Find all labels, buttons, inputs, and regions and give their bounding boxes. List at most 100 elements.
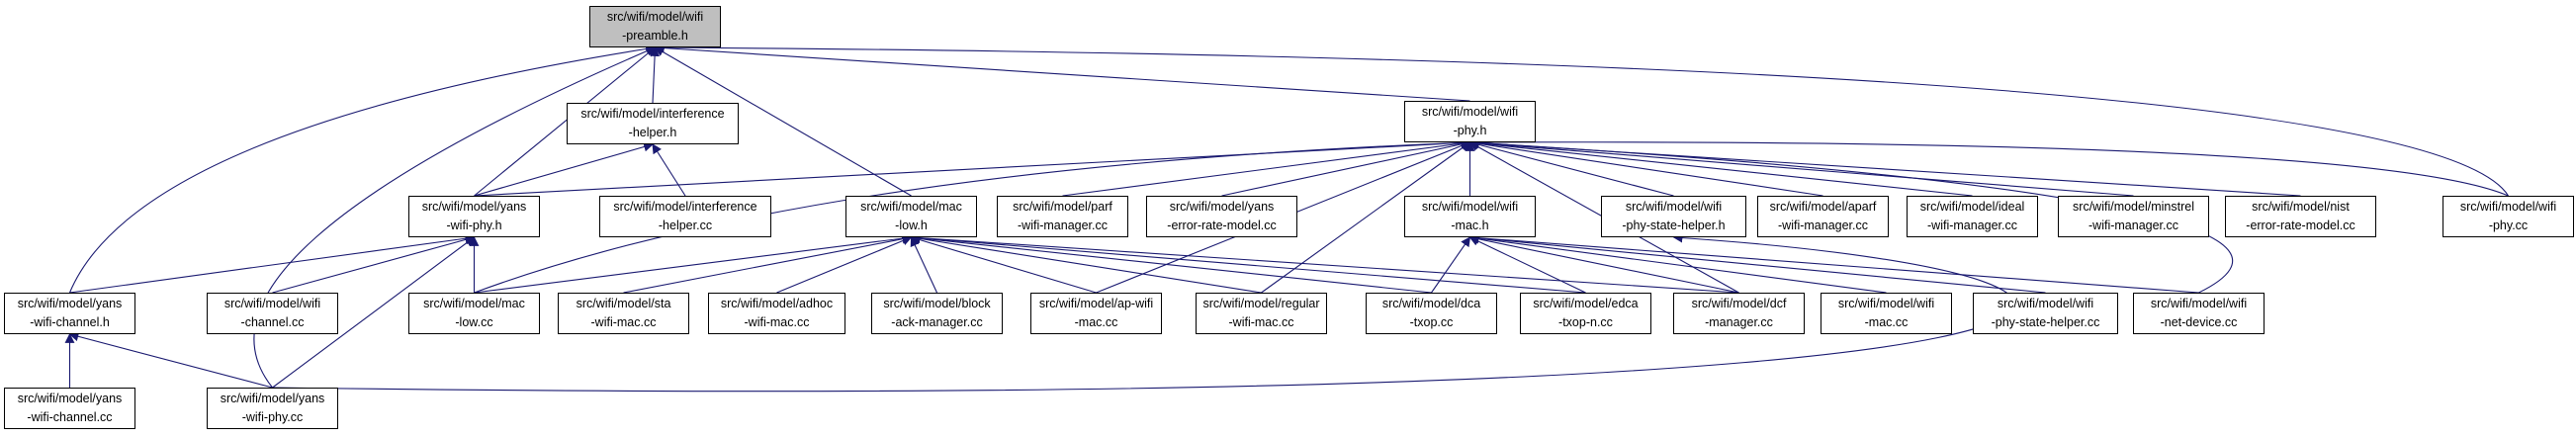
- node-label-line: -wifi-mac.cc: [744, 315, 810, 329]
- node-mac-low-cc[interactable]: src/wifi/model/mac-low.cc: [408, 293, 540, 334]
- node-wifi-preamble-h: src/wifi/model/wifi-preamble.h: [589, 6, 721, 47]
- node-label-line: -wifi-manager.cc: [1778, 219, 1868, 232]
- node-label-line: src/wifi/model/wifi: [1625, 200, 1723, 214]
- node-yans-wifi-channel-h[interactable]: src/wifi/model/yans-wifi-channel.h: [4, 293, 135, 334]
- node-wifi-phy-h[interactable]: src/wifi/model/wifi -phy.h: [1404, 101, 1536, 142]
- edge-yans-wifi-phy-h-to-wifi-preamble-h: [474, 46, 657, 197]
- node-yans-wifi-phy-cc[interactable]: src/wifi/model/yans -wifi-phy.cc: [207, 388, 338, 429]
- node-label-line: src/wifi/model/wifi: [223, 297, 321, 310]
- node-label-line: src/wifi/model/block: [883, 297, 991, 310]
- edge-wifi-phy-state-helper-cc-to-wifi-mac-h: [1468, 232, 2046, 294]
- node-label-line: -channel.cc: [240, 315, 305, 329]
- node-label-line: -wifi-channel.cc: [27, 410, 113, 424]
- node-dca-txop-cc[interactable]: src/wifi/model/dca -txop.cc: [1366, 293, 1497, 334]
- node-label-line: src/wifi/model/adhoc: [720, 297, 834, 310]
- edge-yans-wifi-phy-cc-to-wifi-phy-state-helper-h: [272, 232, 2015, 393]
- node-label-line: -preamble.h: [622, 29, 688, 43]
- node-nist-error-rate-model-cc[interactable]: src/wifi/model/nist-error-rate-model.cc: [2225, 196, 2376, 237]
- node-wifi-phy-cc[interactable]: src/wifi/model/wifi-phy.cc: [2443, 196, 2574, 237]
- node-label-line: src/wifi/model/regular: [1202, 297, 1320, 310]
- edge-minstrel-wifi-manager-cc-to-wifi-phy-h: [1468, 137, 2134, 197]
- node-label-line: src/wifi/model/sta: [576, 297, 671, 310]
- edge-interference-helper-h-to-wifi-preamble-h: [650, 46, 661, 104]
- node-label-line: -wifi-manager.cc: [1927, 219, 2017, 232]
- node-ideal-wifi-manager-cc[interactable]: src/wifi/model/ideal -wifi-manager.cc: [1907, 196, 2038, 237]
- edge-yans-wifi-channel-h-to-yans-wifi-phy-h: [69, 233, 476, 294]
- node-label-line: -net-device.cc: [2160, 315, 2238, 329]
- node-label-line: -wifi-phy.cc: [241, 410, 304, 424]
- edge-wifi-channel-cc-to-yans-wifi-phy-h: [272, 234, 476, 294]
- node-label-line: src/wifi/model/wifi: [1997, 297, 2094, 310]
- edge-yans-wifi-channel-h-to-wifi-preamble-h: [68, 44, 657, 294]
- node-interference-helper-cc[interactable]: src/wifi/model/interference-helper.cc: [599, 196, 771, 237]
- node-adhoc-wifi-mac-cc[interactable]: src/wifi/model/adhoc -wifi-mac.cc: [708, 293, 845, 334]
- node-label-line: src/wifi/model/yans: [17, 392, 123, 405]
- node-label-line: src/wifi/model/wifi: [2459, 200, 2557, 214]
- node-wifi-mac-h[interactable]: src/wifi/model/wifi-mac.h: [1404, 196, 1536, 237]
- edge-block-ack-manager-cc-to-mac-low-h: [910, 236, 937, 294]
- node-edca-txop-n-cc[interactable]: src/wifi/model/edca -txop-n.cc: [1520, 293, 1651, 334]
- node-label-line: src/wifi/model/wifi: [1837, 297, 1935, 310]
- node-label-line: -mac.cc: [1074, 315, 1118, 329]
- edge-mac-low-h-to-wifi-preamble-h: [654, 46, 912, 197]
- node-label-line: src/wifi/model/yans: [220, 392, 325, 405]
- node-label-line: src/wifi/model/edca: [1533, 297, 1639, 310]
- node-label-line: -mac.cc: [1864, 315, 1909, 329]
- node-wifi-phy-state-helper-h[interactable]: src/wifi/model/wifi-phy-state-helper.h: [1601, 196, 1746, 237]
- node-aparf-wifi-manager-cc[interactable]: src/wifi/model/aparf-wifi-manager.cc: [1757, 196, 1889, 237]
- node-label-line: -wifi-mac.cc: [590, 315, 657, 329]
- node-label-line: src/wifi/model/dcf: [1691, 297, 1787, 310]
- node-label-line: -manager.cc: [1705, 315, 1773, 329]
- node-regular-wifi-mac-cc[interactable]: src/wifi/model/regular -wifi-mac.cc: [1196, 293, 1327, 334]
- node-block-ack-manager-cc[interactable]: src/wifi/model/block -ack-manager.cc: [871, 293, 1003, 334]
- edge-adhoc-wifi-mac-cc-to-mac-low-h: [776, 235, 913, 294]
- node-wifi-net-device-cc[interactable]: src/wifi/model/wifi-net-device.cc: [2133, 293, 2265, 334]
- node-label-line: src/wifi/model/yans: [421, 200, 527, 214]
- edge-yans-error-rate-model-cc-to-wifi-phy-h: [1221, 139, 1471, 197]
- edge-yans-wifi-phy-cc-to-yans-wifi-channel-h: [68, 331, 273, 389]
- node-sta-wifi-mac-cc[interactable]: src/wifi/model/sta -wifi-mac.cc: [558, 293, 689, 334]
- node-label-line: src/wifi/model/yans: [1169, 200, 1275, 214]
- node-dcf-manager-cc[interactable]: src/wifi/model/dcf -manager.cc: [1673, 293, 1805, 334]
- node-label-line: src/wifi/model/minstrel: [2073, 200, 2194, 214]
- node-label-line: -wifi-mac.cc: [1228, 315, 1294, 329]
- node-wifi-channel-cc[interactable]: src/wifi/model/wifi -channel.cc: [207, 293, 338, 334]
- edge-dcf-manager-cc-to-mac-low-h: [910, 232, 1739, 294]
- edge-dcf-manager-cc-to-wifi-mac-h: [1468, 233, 1739, 294]
- edge-edca-txop-n-cc-to-wifi-mac-h: [1468, 236, 1586, 294]
- node-label-line: -low.cc: [455, 315, 493, 329]
- node-label-line: src/wifi/model/yans: [17, 297, 123, 310]
- node-interference-helper-h[interactable]: src/wifi/model/interference-helper.h: [567, 103, 739, 144]
- node-parf-wifi-manager-cc[interactable]: src/wifi/model/parf-wifi-manager.cc: [997, 196, 1128, 237]
- edge-regular-wifi-mac-cc-to-wifi-phy-h: [1261, 141, 1471, 294]
- node-label-line: -helper.h: [628, 126, 677, 139]
- node-minstrel-wifi-manager-cc[interactable]: src/wifi/model/minstrel -wifi-manager.cc: [2058, 196, 2209, 237]
- node-ap-wifi-mac-cc[interactable]: src/wifi/model/ap-wifi-mac.cc: [1030, 293, 1162, 334]
- edge-wifi-net-device-cc-to-wifi-mac-h: [1468, 232, 2199, 294]
- node-label-line: -phy.h: [1453, 124, 1487, 137]
- node-label-line: -txop-n.cc: [1558, 315, 1613, 329]
- edge-mac-low-cc-to-wifi-phy-h: [474, 137, 1471, 294]
- node-yans-error-rate-model-cc[interactable]: src/wifi/model/yans-error-rate-model.cc: [1146, 196, 1297, 237]
- node-mac-low-h[interactable]: src/wifi/model/mac-low.h: [845, 196, 977, 237]
- node-wifi-phy-state-helper-cc[interactable]: src/wifi/model/wifi -phy-state-helper.cc: [1973, 293, 2118, 334]
- edge-dca-txop-cc-to-wifi-mac-h: [1431, 236, 1471, 294]
- edge-parf-wifi-manager-cc-to-wifi-phy-h: [1062, 138, 1471, 197]
- node-label-line: src/wifi/model/ideal: [1919, 200, 2025, 214]
- node-wifi-mac-cc[interactable]: src/wifi/model/wifi -mac.cc: [1821, 293, 1952, 334]
- node-label-line: src/wifi/model/dca: [1381, 297, 1481, 310]
- edge-regular-wifi-mac-cc-to-mac-low-h: [910, 233, 1262, 294]
- node-label-line: -wifi-manager.cc: [2088, 219, 2178, 232]
- node-yans-wifi-channel-cc[interactable]: src/wifi/model/yans -wifi-channel.cc: [4, 388, 135, 429]
- node-label-line: src/wifi/model/wifi: [1421, 105, 1519, 119]
- node-label-line: -ack-manager.cc: [891, 315, 983, 329]
- node-label-line: -txop.cc: [1409, 315, 1454, 329]
- node-label-line: -error-rate-model.cc: [2246, 219, 2355, 232]
- node-label-line: -wifi-manager.cc: [1018, 219, 1108, 232]
- node-yans-wifi-phy-h[interactable]: src/wifi/model/yans-wifi-phy.h: [408, 196, 540, 237]
- edge-sta-wifi-mac-cc-to-mac-low-h: [623, 233, 913, 294]
- node-label-line: -phy-state-helper.cc: [1991, 315, 2100, 329]
- edge-wifi-phy-cc-to-wifi-phy-h: [1468, 137, 2509, 197]
